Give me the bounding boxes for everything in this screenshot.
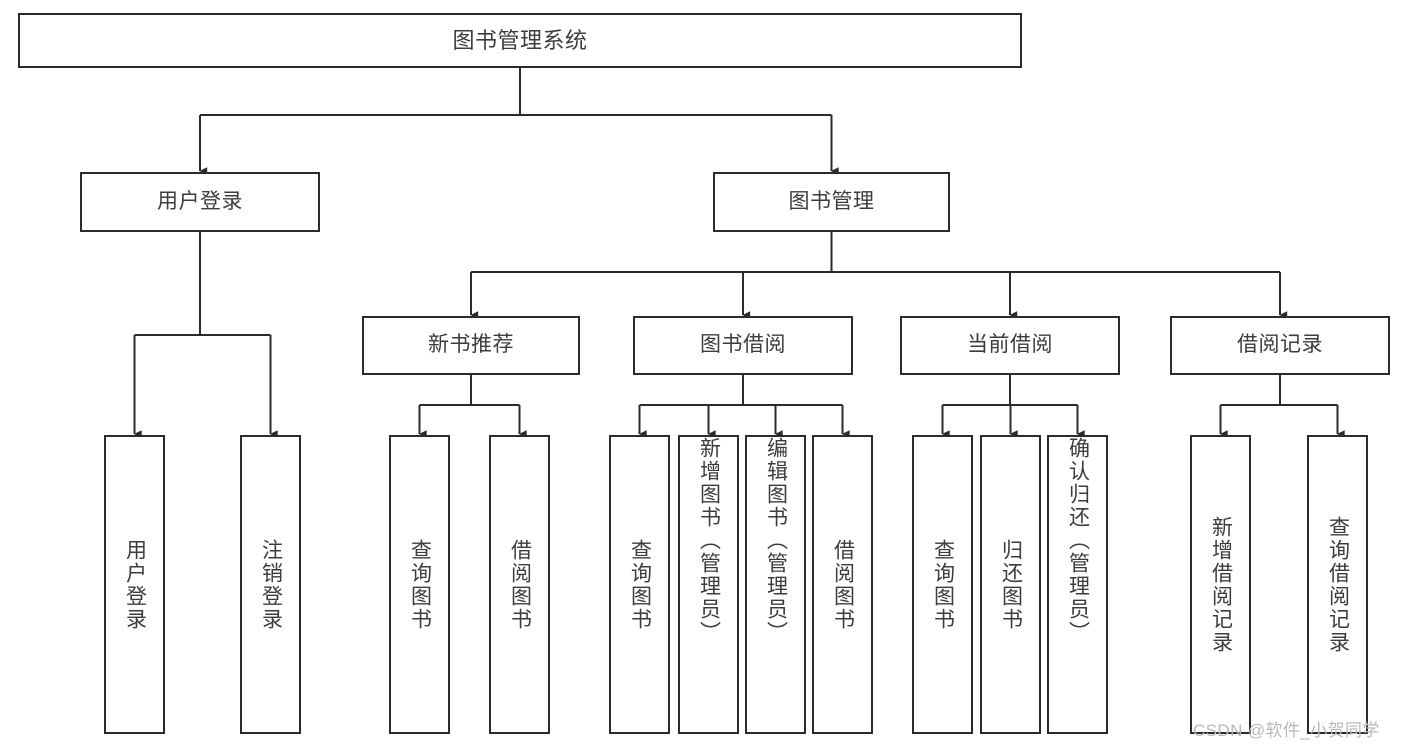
node-leaf-rec-borrow[interactable]: 借阅图书 xyxy=(489,435,550,734)
node-label-leaf-rec-borrow: 借阅图书 xyxy=(508,538,532,631)
node-label-leaf-cb-confirm: 确认归还（管理员） xyxy=(1066,437,1090,644)
node-root[interactable]: 图书管理系统 xyxy=(18,13,1022,68)
node-leaf-bb-borrow[interactable]: 借阅图书 xyxy=(812,435,873,734)
node-leaf-bb-edit[interactable]: 编辑图书（管理员） xyxy=(745,435,806,734)
node-label-leaf-user-logout: 注销登录 xyxy=(259,538,283,631)
node-leaf-bb-add[interactable]: 新增图书（管理员） xyxy=(678,435,739,734)
node-label-leaf-user-login: 用户登录 xyxy=(123,538,147,631)
node-leaf-br-add[interactable]: 新增借阅记录 xyxy=(1190,435,1251,734)
node-label-book-borrow: 图书借阅 xyxy=(700,333,786,357)
node-leaf-br-query[interactable]: 查询借阅记录 xyxy=(1307,435,1368,734)
node-label-borrow-record: 借阅记录 xyxy=(1237,333,1323,357)
connector-group xyxy=(133,68,1345,438)
node-label-leaf-rec-query: 查询图书 xyxy=(408,538,432,631)
node-label-new-book-rec: 新书推荐 xyxy=(428,333,514,357)
node-label-leaf-bb-add: 新增图书（管理员） xyxy=(697,437,721,644)
node-leaf-user-logout[interactable]: 注销登录 xyxy=(240,435,301,734)
node-leaf-user-login[interactable]: 用户登录 xyxy=(104,435,165,734)
node-label-leaf-br-add: 新增借阅记录 xyxy=(1209,515,1233,654)
node-label-root: 图书管理系统 xyxy=(452,27,588,53)
node-label-leaf-br-query: 查询借阅记录 xyxy=(1326,515,1350,654)
node-book-borrow[interactable]: 图书借阅 xyxy=(633,316,853,375)
node-label-leaf-bb-query: 查询图书 xyxy=(628,538,652,631)
node-new-book-rec[interactable]: 新书推荐 xyxy=(362,316,580,375)
node-leaf-rec-query[interactable]: 查询图书 xyxy=(389,435,450,734)
node-leaf-bb-query[interactable]: 查询图书 xyxy=(609,435,670,734)
node-label-leaf-cb-query: 查询图书 xyxy=(931,538,955,631)
node-label-user-login: 用户登录 xyxy=(157,189,243,213)
node-book-manage[interactable]: 图书管理 xyxy=(713,172,950,232)
node-label-current-borrow: 当前借阅 xyxy=(967,333,1053,357)
node-user-login[interactable]: 用户登录 xyxy=(80,172,320,232)
node-label-leaf-bb-edit: 编辑图书（管理员） xyxy=(764,437,788,644)
node-leaf-cb-query[interactable]: 查询图书 xyxy=(912,435,973,734)
node-borrow-record[interactable]: 借阅记录 xyxy=(1170,316,1390,375)
node-leaf-cb-confirm[interactable]: 确认归还（管理员） xyxy=(1047,435,1108,734)
node-label-book-manage: 图书管理 xyxy=(788,189,875,213)
node-leaf-cb-return[interactable]: 归还图书 xyxy=(980,435,1041,734)
node-current-borrow[interactable]: 当前借阅 xyxy=(900,316,1120,375)
node-label-leaf-cb-return: 归还图书 xyxy=(999,538,1023,631)
node-label-leaf-bb-borrow: 借阅图书 xyxy=(831,538,855,631)
